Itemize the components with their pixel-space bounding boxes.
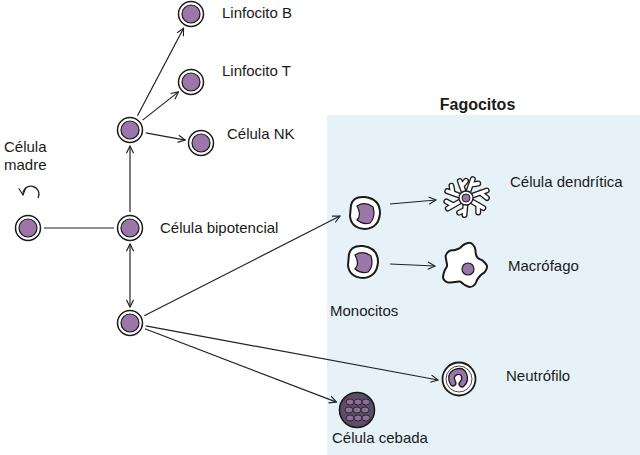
cell-node: Célula cebada <box>337 390 377 430</box>
label-holder: Fagocitos <box>321 95 634 115</box>
cell-node: Neutrófilo <box>440 360 478 398</box>
lineage-arrow <box>390 264 435 266</box>
cell-node <box>116 309 144 337</box>
cell-drawing <box>116 116 144 144</box>
dendritic-drawing <box>438 172 494 224</box>
label-holder: Célula NK <box>227 125 295 143</box>
cell-node <box>116 116 144 144</box>
label-holder: Macrófago <box>508 257 579 275</box>
cell-label: Monocitos <box>330 302 398 320</box>
lineage-arrow <box>129 146 130 212</box>
group-heading: Fagocitos <box>321 95 634 115</box>
cell-drawing <box>187 129 215 157</box>
mast-drawing <box>337 390 377 430</box>
neutrophil-drawing <box>440 360 478 398</box>
cell-node: Linfocito B <box>177 0 205 28</box>
cell-drawing <box>177 68 205 96</box>
label-holder: Célula cebada <box>332 429 428 447</box>
cell-label: Célula madre <box>4 138 62 174</box>
cell-node: Macrófago <box>437 240 491 292</box>
label-holder: Célula bipotencial <box>160 219 278 237</box>
lineage-arrow <box>146 133 186 140</box>
label-holder: Neutrófilo <box>506 367 570 385</box>
cell-drawing <box>177 0 205 28</box>
cell-label: Linfocito T <box>222 62 291 80</box>
cell-drawing <box>116 214 144 242</box>
lineage-arrow <box>390 200 436 204</box>
cell-label: Macrófago <box>508 257 579 275</box>
cell-node: Monocitos <box>342 192 388 280</box>
cell-label: Linfocito B <box>222 4 292 22</box>
lineage-arrow <box>137 28 183 116</box>
cell-node: Célula dendrítica <box>438 172 494 224</box>
label-holder: Linfocito B <box>222 4 292 22</box>
phagocyte-group: Célula dendríticaMacrófagoMonocitosNeutr… <box>327 95 640 455</box>
cell-node: Célula madre <box>14 214 42 242</box>
label-holder: Monocitos <box>330 302 398 320</box>
lineage-arrow <box>143 92 179 120</box>
cell-node: Linfocito T <box>177 68 205 96</box>
lineage-arrow <box>129 244 130 307</box>
cell-drawing <box>116 309 144 337</box>
lineage-arrow <box>144 216 340 316</box>
cell-label: Célula cebada <box>332 429 428 447</box>
cell-node: Célula bipotencial <box>116 214 144 242</box>
macrophage-drawing <box>437 240 491 292</box>
cell-node: Célula NK <box>187 129 215 157</box>
lineage-arrow <box>145 329 337 402</box>
self-renewal-arrow <box>23 186 39 198</box>
cell-drawing <box>14 214 42 242</box>
monocytes-drawing <box>342 192 388 280</box>
lineage-arrow <box>146 326 438 380</box>
cell-label: Neutrófilo <box>506 367 570 385</box>
cell-label: Célula NK <box>227 125 295 143</box>
cell-label: Célula bipotencial <box>160 219 278 237</box>
label-holder: Linfocito T <box>222 62 291 80</box>
cell-label: Célula dendrítica <box>510 173 623 191</box>
label-holder: Célula madre <box>4 138 62 174</box>
lineage-arrow <box>44 227 114 228</box>
label-holder: Célula dendrítica <box>510 173 623 191</box>
